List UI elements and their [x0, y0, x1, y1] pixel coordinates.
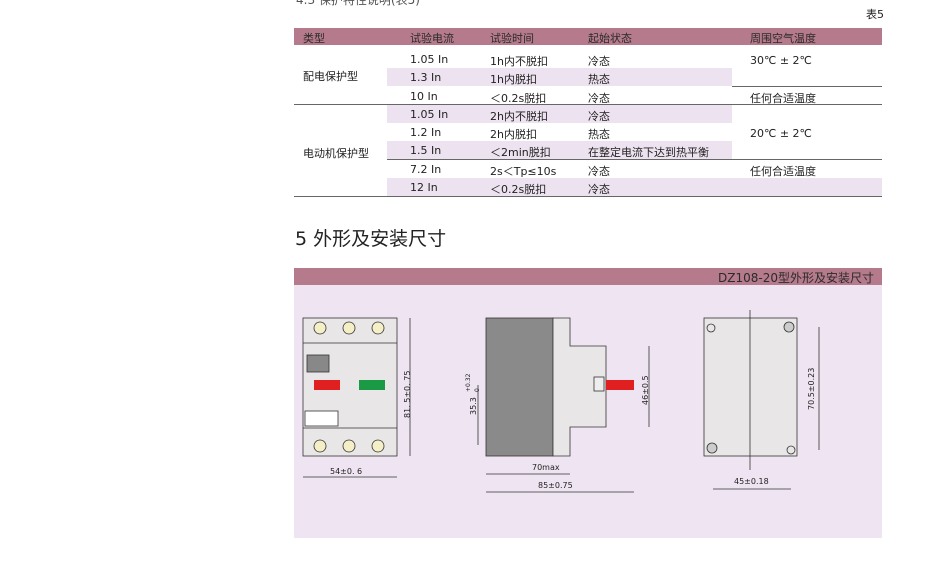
- table-row: 10 In ＜0.2s脱扣 冷态: [387, 87, 732, 105]
- side-view: [485, 317, 554, 457]
- table-row: 1.5 In ＜2min脱扣 在整定电流下达到热平衡: [387, 141, 732, 160]
- dim-rail: 35.3: [469, 397, 478, 415]
- cell-current: 1.3 In: [410, 71, 442, 85]
- group-distribution: 配电保护型: [303, 70, 358, 83]
- table-row: 1.05 In 1h内不脱扣 冷态: [387, 50, 732, 68]
- section-title: 5 外形及安装尺寸: [295, 228, 447, 250]
- cell-current: 10 In: [410, 89, 438, 103]
- cell-state: 在整定电流下达到热平衡: [588, 146, 709, 160]
- cell-state: 冷态: [588, 182, 610, 196]
- dim-front-height: 81. 5±0. 75: [403, 371, 412, 418]
- cell-state: 冷态: [588, 164, 610, 178]
- cell-current: 12 In: [410, 180, 438, 194]
- dim-front-width: 54±0. 6: [330, 467, 362, 476]
- header-temp: 周围空气温度: [750, 32, 816, 45]
- dim-depth-70: 70max: [532, 463, 560, 472]
- cell-current: 1.05 In: [410, 107, 449, 121]
- divider: [294, 196, 882, 197]
- green-button: [359, 380, 385, 390]
- red-indicator: [606, 380, 634, 390]
- cell-time: 1h内脱扣: [490, 73, 537, 87]
- figure-panel: 54±0. 6 81. 5±0. 75 35.3 +0.32 0 46±0.5 …: [294, 285, 882, 538]
- cell-time: ＜0.2s脱扣: [490, 182, 547, 196]
- cell-time: ＜0.2s脱扣: [490, 91, 547, 105]
- dimension-drawing: 54±0. 6 81. 5±0. 75 35.3 +0.32 0 46±0.5 …: [302, 310, 820, 493]
- cell-current: 1.2 In: [410, 126, 442, 139]
- temp-4: 任何合适温度: [750, 165, 816, 178]
- cell-time: 2s＜Tp≤10s: [490, 164, 557, 178]
- figure-title: DZ108-20型外形及安装尺寸: [718, 271, 874, 285]
- temp-3: 20℃ ± 2℃: [750, 127, 812, 140]
- temp-2: 任何合适温度: [750, 92, 816, 105]
- dim-mount-height: 70.5±0.23: [807, 368, 816, 410]
- cell-time: 2h内脱扣: [490, 128, 537, 141]
- mounting-view: [703, 317, 798, 457]
- red-button: [314, 380, 340, 390]
- table-row: 1.05 In 2h内不脱扣 冷态: [387, 104, 732, 123]
- temp-1: 30℃ ± 2℃: [750, 54, 812, 67]
- cell-current: 1.05 In: [410, 53, 449, 66]
- cell-current: 1.5 In: [410, 144, 442, 158]
- figure-title-bar: DZ108-20型外形及安装尺寸: [294, 268, 882, 285]
- table-row: 1.2 In 2h内脱扣 热态: [387, 123, 732, 141]
- cell-time: 2h内不脱扣: [490, 109, 548, 123]
- cell-state: 冷态: [588, 91, 610, 105]
- group-motor: 电动机保护型: [303, 147, 369, 160]
- cell-state: 冷态: [588, 109, 610, 123]
- cell-state: 热态: [588, 73, 610, 87]
- dim-depth-85: 85±0.75: [538, 481, 573, 490]
- header-type: 类型: [303, 32, 325, 45]
- label-plate: [304, 410, 339, 427]
- dim-rail-tol-dn: 0: [474, 388, 481, 392]
- adjust-knob: [306, 354, 330, 373]
- table-row: 1.3 In 1h内脱扣 热态: [387, 68, 732, 87]
- cut-off-heading: 4.3 保护特性说明(表5): [296, 0, 420, 7]
- cell-time: 1h内不脱扣: [490, 55, 548, 68]
- table-row: 7.2 In 2s＜Tp≤10s 冷态: [387, 160, 732, 178]
- dim-side-height: 46±0.5: [641, 375, 650, 405]
- table-number: 表5: [866, 8, 884, 21]
- dim-rail-tol-up: +0.32: [465, 373, 472, 392]
- table-row: 12 In ＜0.2s脱扣 冷态: [387, 177, 882, 196]
- header-state: 起始状态: [588, 32, 632, 45]
- divider: [294, 104, 882, 105]
- divider: [732, 86, 882, 87]
- divider: [387, 159, 882, 160]
- header-current: 试验电流: [410, 32, 454, 45]
- cell-state: 热态: [588, 128, 610, 141]
- header-time: 试验时间: [490, 32, 534, 45]
- dim-mount-width: 45±0.18: [734, 477, 769, 486]
- terminal-screws: [313, 321, 385, 453]
- table-header: 类型 试验电流 试验时间 起始状态 周围空气温度: [294, 28, 882, 45]
- cell-time: ＜2min脱扣: [490, 146, 551, 160]
- cell-current: 7.2 In: [410, 162, 442, 176]
- cell-state: 冷态: [588, 55, 610, 68]
